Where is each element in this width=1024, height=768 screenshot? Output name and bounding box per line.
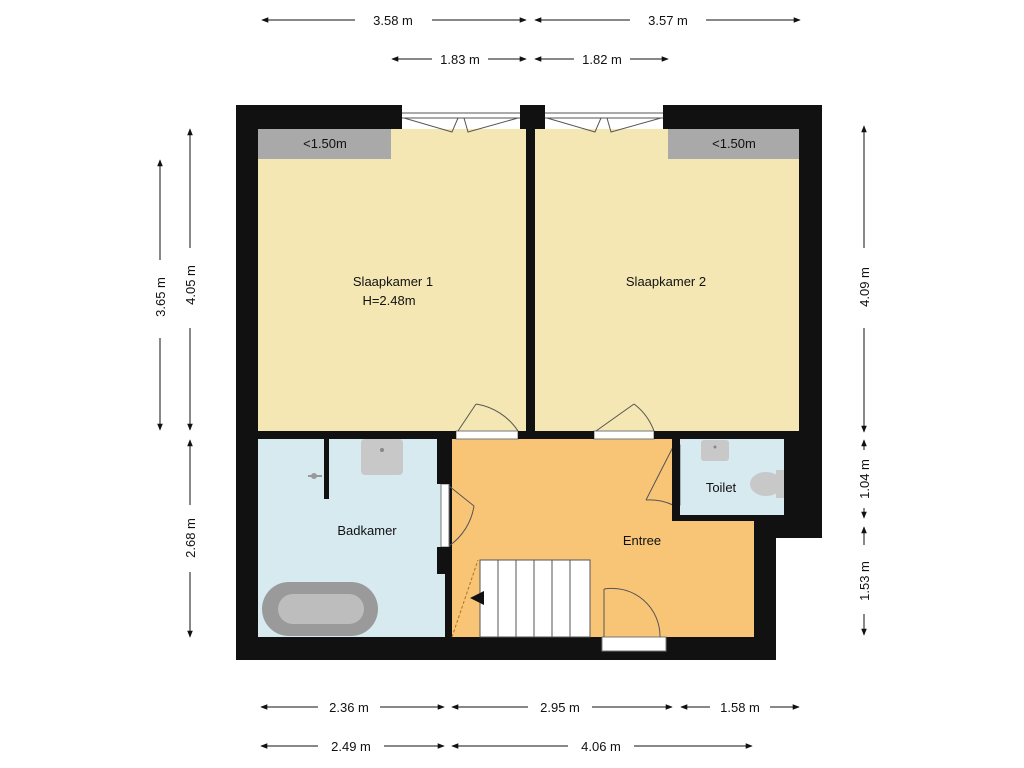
dimension-bottom-b: 2.95 m	[451, 700, 673, 715]
wall-bedrooms-bottom-left	[258, 431, 456, 439]
svg-text:1.58 m: 1.58 m	[720, 700, 760, 715]
toilet-wall-block	[784, 439, 799, 515]
washbasin-icon	[361, 439, 403, 475]
label-low-ceiling-right: <1.50m	[712, 136, 756, 151]
low-ceiling-right	[668, 129, 799, 159]
dimension-left-lower: 2.68 m	[183, 439, 198, 638]
low-ceiling-left	[258, 129, 391, 159]
dimension-bottom-total-left: 2.49 m	[260, 739, 445, 754]
room-slaapkamer-2	[535, 129, 799, 431]
dimension-right-upper: 4.09 m	[857, 125, 872, 433]
label-low-ceiling-left: <1.50m	[303, 136, 347, 151]
svg-text:4.05 m: 4.05 m	[183, 265, 198, 305]
svg-text:1.82 m: 1.82 m	[582, 52, 622, 67]
wall-badkamer-upper	[437, 439, 450, 484]
toilet-bowl-icon	[750, 470, 784, 498]
window-slaapkamer-2	[545, 105, 663, 133]
dimension-right-middle: 1.04 m	[857, 439, 872, 519]
dimension-bottom-total-right: 4.06 m	[451, 739, 753, 754]
svg-text:1.83 m: 1.83 m	[440, 52, 480, 67]
shower-partition	[324, 439, 329, 499]
shower-icon	[308, 473, 322, 479]
dimension-left-upper: 4.05 m	[183, 128, 198, 431]
wall-toilet-left	[672, 439, 680, 521]
dimension-right-lower: 1.53 m	[857, 526, 872, 636]
wall-toilet-bottom	[672, 515, 799, 521]
dimension-window-left: 1.83 m	[391, 52, 527, 67]
wall-segment-badkamer-top	[258, 431, 266, 439]
svg-text:1.04 m: 1.04 m	[857, 459, 872, 499]
wall-bedrooms-bottom-mid	[518, 431, 594, 439]
svg-text:2.49 m: 2.49 m	[331, 739, 371, 754]
svg-text:3.65 m: 3.65 m	[153, 277, 168, 317]
dimension-left-outer-upper: 3.65 m	[153, 159, 168, 431]
svg-text:4.06 m: 4.06 m	[581, 739, 621, 754]
svg-text:3.57 m: 3.57 m	[648, 13, 688, 28]
label-slaapkamer-2: Slaapkamer 2	[626, 274, 706, 289]
wall-badkamer-lower	[437, 547, 450, 574]
bathtub-icon	[262, 582, 378, 636]
dimension-bottom-a: 2.36 m	[260, 700, 445, 715]
wall-between-bedrooms	[526, 105, 535, 439]
dimension-window-right: 1.82 m	[534, 52, 669, 67]
label-badkamer: Badkamer	[337, 523, 397, 538]
room-slaapkamer-1	[258, 129, 526, 431]
label-slaapkamer-1-height: H=2.48m	[362, 293, 415, 308]
stairs-arrow-icon	[470, 591, 484, 605]
dimension-top-right: 3.57 m	[534, 13, 801, 28]
wall-badkamer-thin	[445, 574, 450, 637]
svg-text:2.36 m: 2.36 m	[329, 700, 369, 715]
toilet-sink-icon	[701, 440, 729, 461]
label-toilet: Toilet	[706, 480, 737, 495]
svg-text:2.68 m: 2.68 m	[183, 518, 198, 558]
label-slaapkamer-1: Slaapkamer 1	[353, 274, 433, 289]
front-door	[601, 587, 667, 652]
dimension-bottom-c: 1.58 m	[680, 700, 800, 715]
svg-text:4.09 m: 4.09 m	[857, 267, 872, 307]
wall-bedrooms-bottom-right	[654, 431, 799, 439]
stairs	[451, 559, 591, 638]
svg-text:2.95 m: 2.95 m	[540, 700, 580, 715]
dimension-top-left: 3.58 m	[261, 13, 527, 28]
label-entree: Entree	[623, 533, 661, 548]
window-slaapkamer-1	[402, 105, 520, 133]
svg-text:1.53 m: 1.53 m	[857, 561, 872, 601]
svg-text:3.58 m: 3.58 m	[373, 13, 413, 28]
